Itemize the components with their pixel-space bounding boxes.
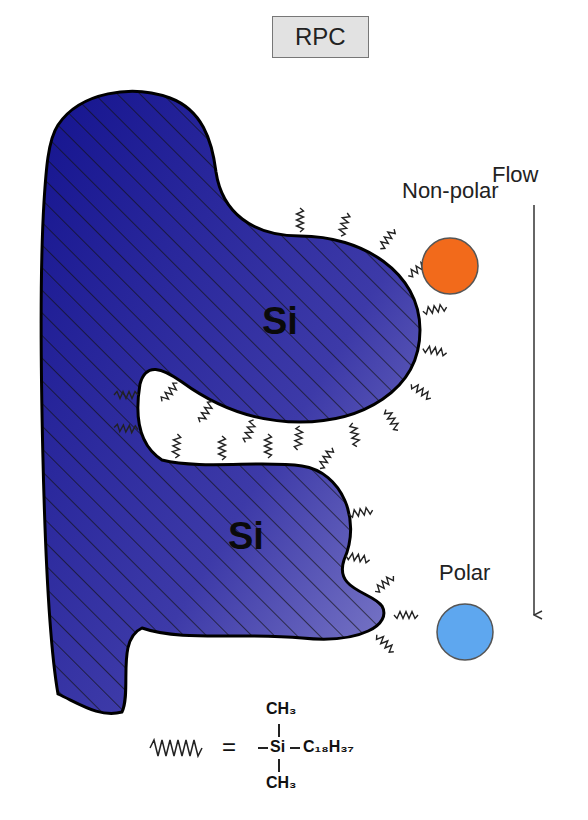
bond [278, 759, 280, 772]
analyte-label: Polar [439, 560, 490, 586]
formula-text: C₁₈H₃₇ [303, 738, 354, 756]
bond [278, 724, 280, 737]
equals-sign: = [222, 733, 236, 761]
bond [290, 747, 300, 749]
flow-arrow [533, 205, 535, 615]
analyte-circle: Non-polar [380, 178, 530, 298]
analyte-circle: Polar [420, 560, 530, 680]
formula-text: Si [270, 738, 285, 756]
chain-symbol [150, 740, 202, 756]
title-box: RPC [272, 16, 369, 58]
formula-text: CH₃ [266, 774, 297, 792]
flow-label: Flow [492, 162, 538, 188]
silicon-label: Si [228, 515, 264, 558]
analyte-label: Non-polar [402, 178, 499, 204]
silicon-label: Si [262, 300, 298, 343]
c18-chains [114, 208, 447, 652]
bond [258, 747, 268, 749]
formula-text: CH₃ [266, 700, 297, 718]
